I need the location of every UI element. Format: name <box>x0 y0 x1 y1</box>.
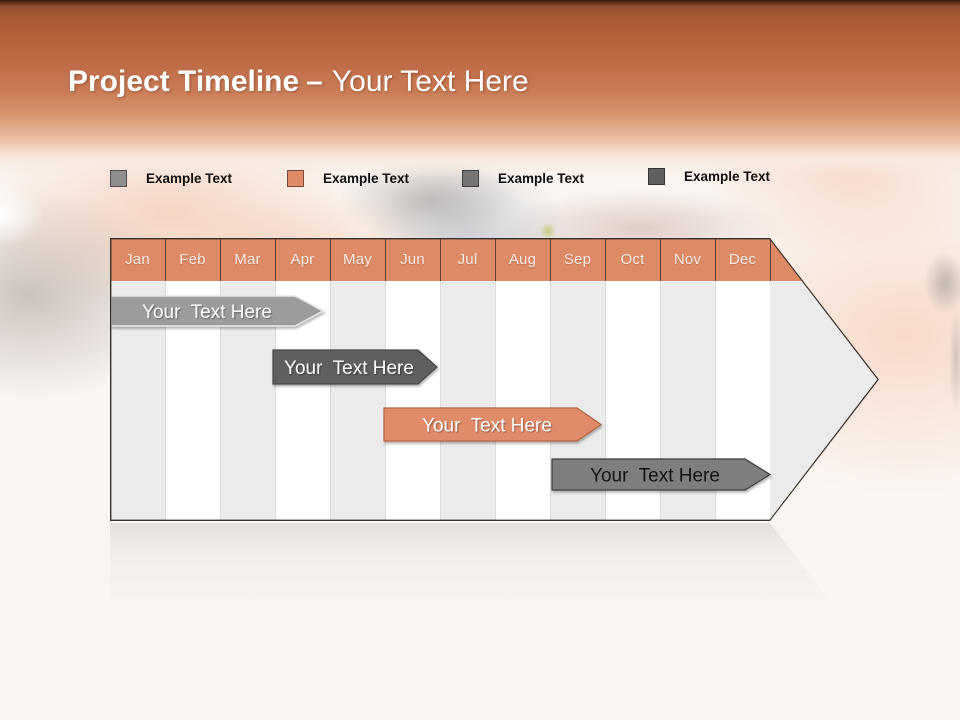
legend-item-1: Example Text <box>110 168 232 189</box>
title-separator: – <box>306 65 323 98</box>
legend-swatch-icon <box>110 170 127 187</box>
bar-label: Your Text Here <box>142 302 272 323</box>
legend-label: Example Text <box>498 171 585 186</box>
legend-swatch-icon <box>287 170 304 187</box>
page-title: Project Timeline–Your Text Here <box>68 62 529 102</box>
legend-item-2: Example Text <box>287 168 409 189</box>
arrow-outline <box>110 238 879 521</box>
title-primary: Project Timeline <box>68 65 300 98</box>
legend-item-4: Example Text <box>648 166 770 187</box>
legend-swatch-icon <box>648 168 665 185</box>
legend-label: Example Text <box>323 171 410 186</box>
bar-label: Your Text Here <box>422 416 552 437</box>
legend-swatch-icon <box>462 170 479 187</box>
legend-label: Example Text <box>684 169 771 184</box>
timeline-bar-2 <box>272 349 438 385</box>
legend-label: Example Text <box>146 171 233 186</box>
bar-label: Your Text Here <box>590 466 720 487</box>
legend-item-3: Example Text <box>462 168 584 189</box>
title-secondary: Your Text Here <box>331 65 529 98</box>
chart-reflection <box>110 523 847 623</box>
month-separators <box>110 238 771 281</box>
timeline-chart: Jan Feb Mar Apr May Jun Jul Aug Sep Oct … <box>110 238 879 521</box>
timeline-bar-3 <box>383 407 603 442</box>
title-band <box>0 0 960 182</box>
timeline-bar-4 <box>551 458 772 491</box>
bar-label: Your Text Here <box>284 358 414 379</box>
gantt-bars-layer: Your Text Here Your Text Here Your Text … <box>110 238 879 521</box>
